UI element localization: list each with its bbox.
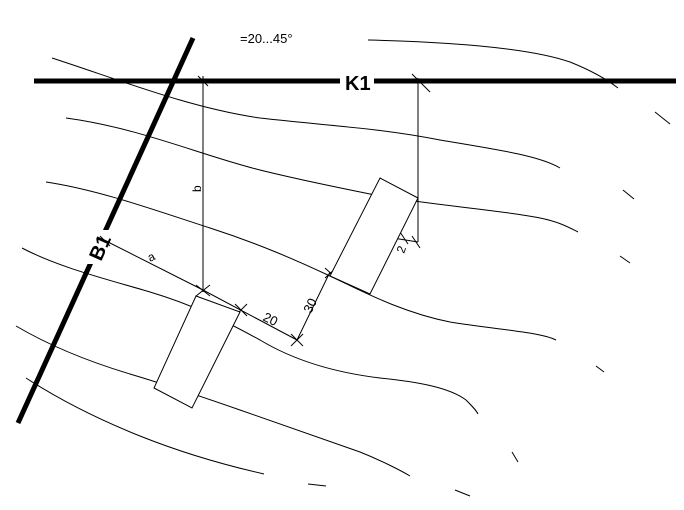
rectangle-upper-right xyxy=(329,177,419,295)
dimension-a xyxy=(99,235,204,291)
contour-line-5 xyxy=(21,247,479,415)
angle-annotation: =20...45° xyxy=(240,31,293,46)
contour-line-7 xyxy=(25,377,265,475)
contour-line-4 xyxy=(45,181,557,341)
contour-line-3 xyxy=(65,117,579,233)
drop-lines xyxy=(197,73,431,292)
tick-k1-right xyxy=(411,73,431,93)
contour-line-6 xyxy=(15,325,411,477)
tick-k1-left xyxy=(197,75,209,87)
rectangle-lower-left xyxy=(153,295,241,409)
dimension-label-b: b xyxy=(190,185,204,192)
k1-label: K1 xyxy=(345,73,371,95)
dimension-label-a: a xyxy=(145,249,157,265)
dimension-label-2: 2 xyxy=(394,244,410,255)
b1-label-background xyxy=(81,230,111,264)
dimension-label-20: 20 xyxy=(261,309,281,329)
contour-dashes xyxy=(307,111,671,497)
dimension-label-30: 30 xyxy=(300,296,320,316)
k1-label-background xyxy=(340,68,374,94)
contour-lines xyxy=(15,39,619,477)
contour-line-1 xyxy=(367,39,619,89)
contour-line-2 xyxy=(51,57,561,169)
